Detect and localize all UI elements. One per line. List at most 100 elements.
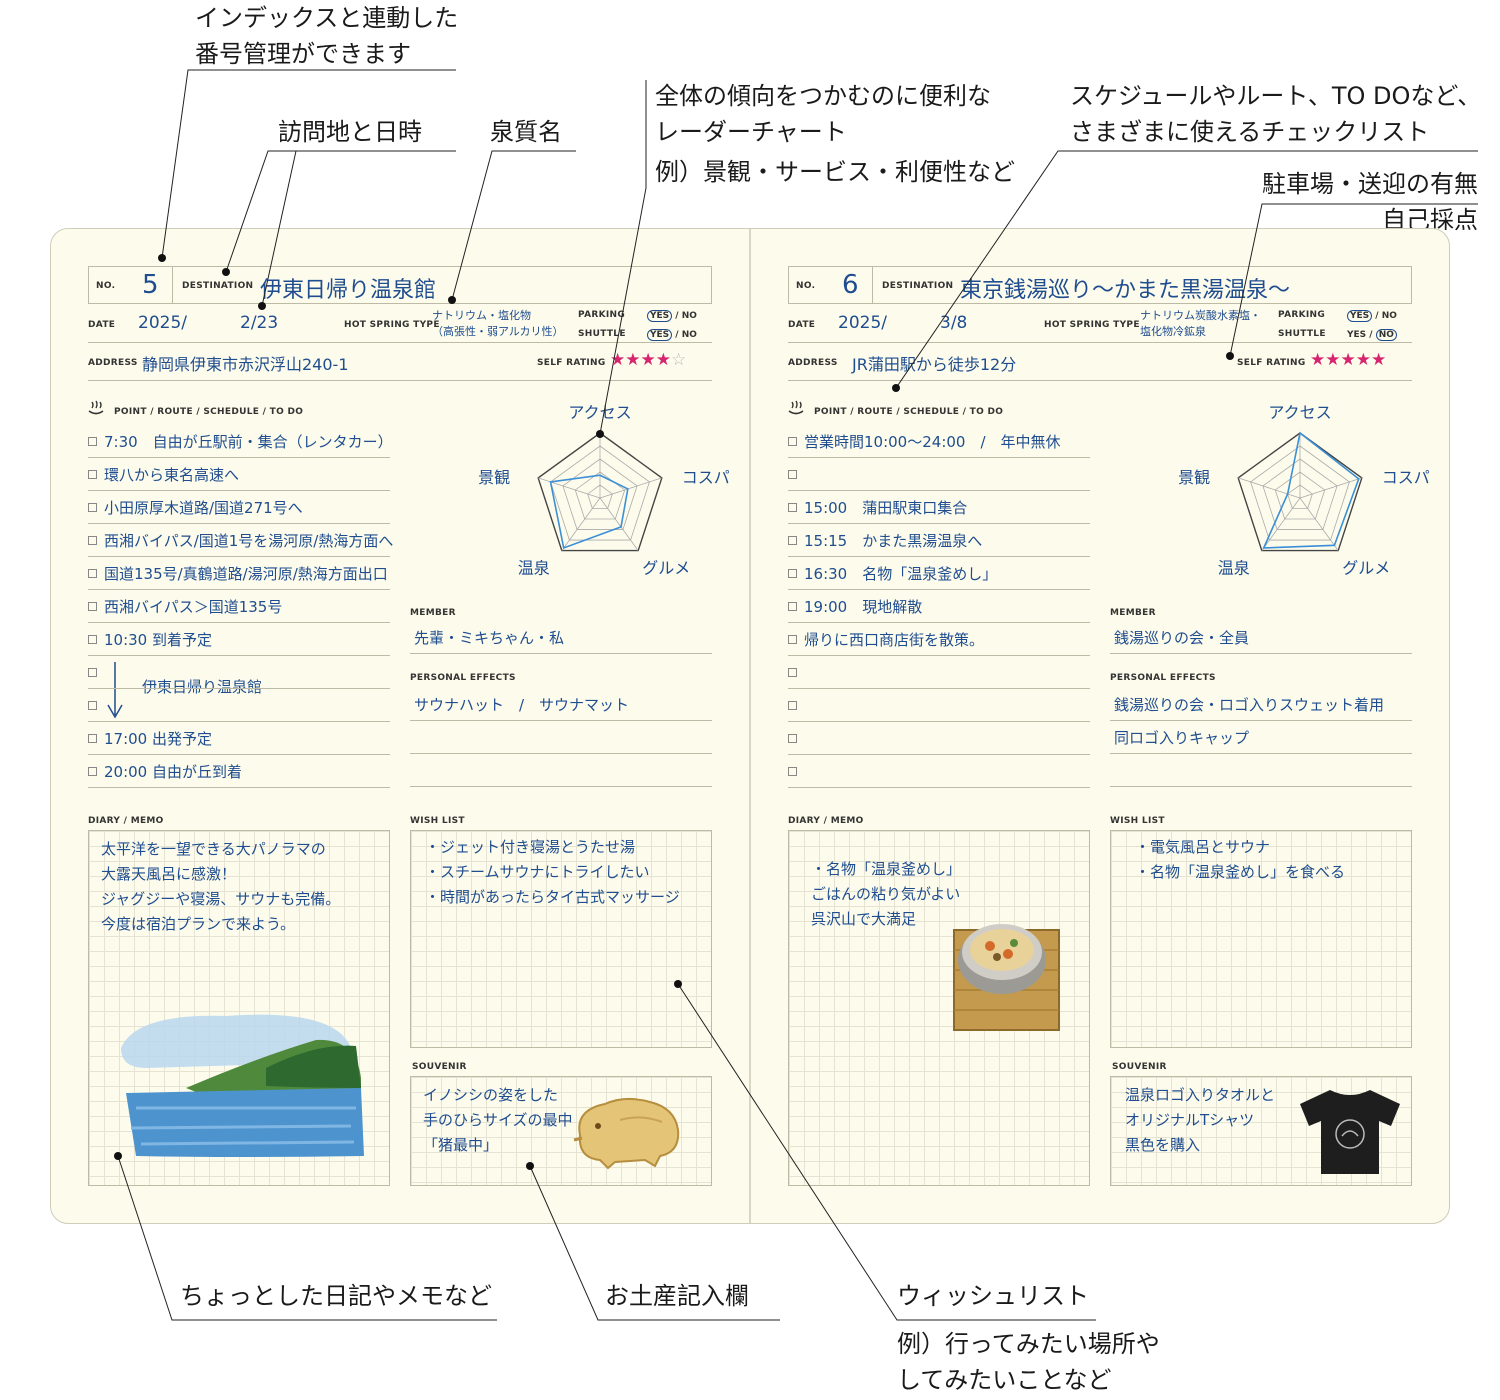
star-filled-icon[interactable]: ★ xyxy=(655,350,671,370)
star-empty-icon[interactable]: ☆ xyxy=(671,350,687,370)
todo-checkbox[interactable] xyxy=(88,569,97,578)
todo-checkbox[interactable] xyxy=(88,767,97,776)
todo-checkbox[interactable] xyxy=(788,602,797,611)
star-filled-icon[interactable]: ★ xyxy=(1340,350,1356,370)
todo-row[interactable] xyxy=(788,458,1090,491)
shuttle-label: SHUTTLE xyxy=(578,329,626,339)
star-filled-icon[interactable]: ★ xyxy=(625,350,641,370)
personal-row-2[interactable] xyxy=(410,721,712,754)
todo-checkbox[interactable] xyxy=(88,734,97,743)
todo-checkbox[interactable] xyxy=(788,668,797,677)
destination-value: 東京銭湯巡り〜かまた黒湯温泉〜 xyxy=(960,278,1291,303)
todo-row[interactable]: 16:30 名物「温泉釜めし」 xyxy=(788,557,1090,590)
member-row[interactable]: 先輩・ミキちゃん・私 xyxy=(410,621,712,654)
todo-row[interactable] xyxy=(88,656,390,689)
todo-row[interactable]: 国道135号/真鶴道路/湯河原/熱海方面出口 xyxy=(88,557,390,590)
shuttle-options[interactable]: YES / NO xyxy=(647,329,697,341)
boar-monaka-illustration xyxy=(570,1090,685,1174)
personal-effects-label: PERSONAL EFFECTS xyxy=(410,673,516,683)
star-filled-icon[interactable]: ★ xyxy=(1310,350,1326,370)
todo-text: 環八から東名高速へ xyxy=(104,466,240,484)
todo-row[interactable] xyxy=(788,656,1090,689)
address-value: 静岡県伊東市赤沢浮山240-1 xyxy=(142,355,349,374)
parking-label: PARKING xyxy=(578,310,626,320)
todo-row[interactable]: 西湘バイパス/国道1号を湯河原/熱海方面へ xyxy=(88,524,394,557)
todo-checkbox[interactable] xyxy=(88,668,97,677)
star-rating[interactable]: ★★★★★ xyxy=(1310,350,1386,370)
destination-value: 伊東日帰り温泉館 xyxy=(260,278,437,303)
diary-line-4: 今度は宿泊プランで来よう。 xyxy=(101,915,296,933)
todo-row[interactable]: 19:00 現地解散 xyxy=(788,590,1090,623)
tshirt-illustration xyxy=(1295,1086,1405,1180)
radar-grid-ring xyxy=(1237,432,1363,552)
hot-spring-type-label: HOT SPRING TYPE xyxy=(1044,320,1140,330)
todo-row[interactable]: 7:30 自由が丘駅前・集合（レンタカー） xyxy=(88,425,393,458)
todo-row[interactable]: 営業時間10:00〜24:00 / 年中無休 xyxy=(788,425,1090,458)
todo-row[interactable]: 環八から東名高速へ xyxy=(88,458,390,491)
todo-checkbox[interactable] xyxy=(88,536,97,545)
todo-checkbox[interactable] xyxy=(88,503,97,512)
entry-number: 6 xyxy=(842,270,859,300)
radar-grid-ring xyxy=(1262,458,1338,530)
todo-checkbox[interactable] xyxy=(788,437,797,446)
todo-checkbox[interactable] xyxy=(88,602,97,611)
radar-axis xyxy=(1299,477,1362,499)
star-filled-icon[interactable]: ★ xyxy=(1325,350,1341,370)
personal-row-1[interactable]: サウナハット / サウナマット xyxy=(410,688,712,721)
personal-row-3[interactable] xyxy=(410,754,712,787)
todo-checkbox[interactable] xyxy=(788,503,797,512)
diary-line-2: ごはんの粘り気がよい xyxy=(811,885,961,903)
address-label: ADDRESS xyxy=(88,358,138,368)
todo-row[interactable]: 15:15 かまた黒湯温泉へ xyxy=(788,524,1090,557)
todo-checkbox[interactable] xyxy=(788,536,797,545)
todo-row[interactable]: 西湘バイパス＞国道135号 xyxy=(88,590,390,623)
radar-axis-label: 景観 xyxy=(478,468,510,487)
personal-row-3[interactable] xyxy=(1110,754,1412,787)
todo-text: 10:30 到着予定 xyxy=(104,631,212,649)
todo-checkbox[interactable] xyxy=(788,470,797,479)
todo-text: 営業時間10:00〜24:00 / 年中無休 xyxy=(804,433,1061,451)
hot-spring-icon xyxy=(788,400,804,416)
todo-checkbox[interactable] xyxy=(788,569,797,578)
parking-options[interactable]: YES / NO xyxy=(1347,310,1397,322)
address-value: JR蒲田駅から徒歩12分 xyxy=(852,355,1017,374)
wish-box[interactable]: ・電気風呂とサウナ ・名物「温泉釜めし」を食べる xyxy=(1110,830,1412,1048)
todo-row[interactable]: 10:30 到着予定 xyxy=(88,623,390,656)
todo-row[interactable] xyxy=(88,689,390,722)
todo-text: 17:00 出発予定 xyxy=(104,730,212,748)
todo-row[interactable] xyxy=(788,689,1090,722)
shuttle-options[interactable]: YES / NO xyxy=(1347,329,1397,341)
personal-row-1[interactable]: 銭湯巡りの会・ロゴ入りスウェット着用 xyxy=(1110,688,1412,721)
wish-box[interactable]: ・ジェット付き寝湯とうたせ湯 ・スチームサウナにトライしたい ・時間があったらタ… xyxy=(410,830,712,1048)
diary-line-2: 大露天風呂に感激！ xyxy=(101,865,237,883)
no-label: NO. xyxy=(96,281,116,291)
todo-row[interactable]: 小田原厚木道路/国道271号へ xyxy=(88,491,390,524)
todo-checkbox[interactable] xyxy=(88,470,97,479)
todo-row[interactable]: 20:00 自由が丘到着 xyxy=(88,755,390,788)
todo-row[interactable] xyxy=(788,755,1090,788)
todo-row[interactable]: 17:00 出発予定 xyxy=(88,722,390,755)
parking-options[interactable]: YES / NO xyxy=(647,310,697,322)
todo-text: 西湘バイパス/国道1号を湯河原/熱海方面へ xyxy=(104,532,394,550)
todo-row[interactable]: 帰りに西口商店街を散策。 xyxy=(788,623,1090,656)
star-filled-icon[interactable]: ★ xyxy=(640,350,656,370)
star-filled-icon[interactable]: ★ xyxy=(1371,350,1387,370)
star-rating[interactable]: ★★★★☆ xyxy=(610,350,686,370)
callout-destination: 訪問地と日時 xyxy=(278,118,422,146)
todo-checkbox[interactable] xyxy=(788,767,797,776)
todo-checkbox[interactable] xyxy=(788,734,797,743)
star-filled-icon[interactable]: ★ xyxy=(1355,350,1371,370)
personal-row-2[interactable]: 同ロゴ入りキャップ xyxy=(1110,721,1412,754)
todo-row[interactable]: 15:00 蒲田駅東口集合 xyxy=(788,491,1090,524)
todo-checkbox[interactable] xyxy=(88,437,97,446)
todo-checkbox[interactable] xyxy=(88,701,97,710)
spring-type-line2: （高張性・弱アルカリ性） xyxy=(432,325,564,338)
radar-axis xyxy=(1261,497,1301,551)
todo-checkbox[interactable] xyxy=(88,635,97,644)
star-filled-icon[interactable]: ★ xyxy=(610,350,626,370)
todo-row[interactable] xyxy=(788,722,1090,755)
todo-checkbox[interactable] xyxy=(788,701,797,710)
radar-axis-label: 温泉 xyxy=(518,559,550,578)
todo-checkbox[interactable] xyxy=(788,635,797,644)
member-row[interactable]: 銭湯巡りの会・全員 xyxy=(1110,621,1412,654)
